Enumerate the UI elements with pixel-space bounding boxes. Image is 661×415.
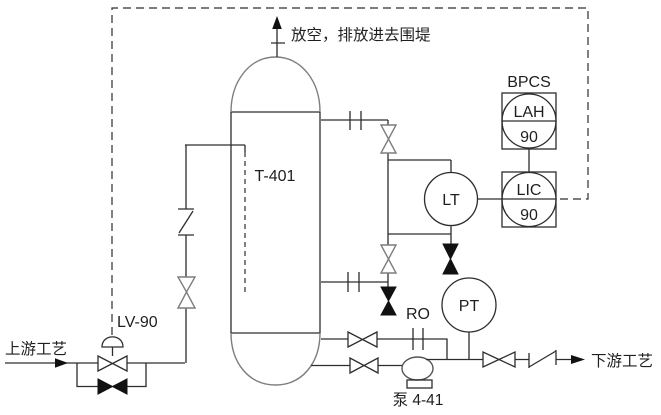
vent-arrow-icon [272, 16, 282, 29]
lt-leg-drain-valve [442, 243, 459, 275]
upper-tap-pipe [321, 111, 388, 130]
ro-line: RO [321, 306, 448, 360]
column-tag-label: T-401 [255, 168, 296, 185]
pt-transmitter: PT [441, 277, 497, 360]
lower-tap-pipe [321, 272, 388, 292]
ro-pipe [321, 338, 448, 360]
column-bottom-head [230, 332, 321, 386]
upper-root-valve [379, 124, 398, 154]
feed-inlet: 上游工艺 LV-90 [5, 144, 246, 395]
lower-root-valve [379, 244, 398, 274]
bridle-pipe [387, 120, 452, 287]
pump-line: 泵 4-41 [311, 356, 444, 409]
lt-transmitter: LT [423, 171, 479, 227]
ro-label: RO [406, 306, 430, 323]
suction-valve [349, 356, 379, 375]
pump-label: 泵 4-41 [393, 392, 444, 409]
spec-break-icon [178, 208, 194, 236]
check-valve-icon [528, 350, 557, 368]
pump-4-41: 泵 4-41 [393, 356, 444, 409]
bypass-line [76, 363, 147, 395]
column-top-head [230, 56, 321, 113]
signal-line-dashed [111, 7, 589, 335]
bridle-drain-valve [380, 286, 397, 316]
vent-label: 放空，排放进去围堤 [291, 26, 431, 44]
bpcs-label: BPCS [507, 74, 551, 91]
lah-loop-number: 90 [520, 129, 538, 146]
restriction-orifice-icon [412, 328, 424, 350]
lic-tag: LIC [517, 182, 542, 199]
discharge-valve [482, 350, 516, 369]
lic-loop-number: 90 [520, 207, 538, 224]
vent-line: 放空，排放进去围堤 [271, 16, 431, 57]
lt-tag: LT [442, 192, 460, 209]
bypass-closed-valve [97, 378, 128, 395]
ro-line-valve [347, 330, 378, 349]
pump-casing-icon [401, 356, 434, 381]
feed-riser [176, 144, 246, 363]
pump-base [406, 379, 433, 389]
bpcs-panel: BPCS LAH 90 LIC 90 [477, 74, 557, 228]
feed-flow-arrow-icon [55, 358, 68, 368]
control-valve-lv90: LV-90 [97, 314, 158, 373]
riser-pipe [185, 144, 246, 363]
bpcs-signal-line [111, 7, 589, 335]
downstream-flow-arrow-icon [571, 355, 585, 364]
control-valve-label: LV-90 [117, 314, 158, 331]
instrument-lic-90: LIC 90 [501, 171, 557, 228]
pt-tag: PT [459, 298, 480, 315]
vent-pipe [271, 28, 285, 57]
lah-tag: LAH [513, 104, 544, 121]
level-bridle: LT [321, 111, 479, 316]
column-t401: T-401 [230, 56, 321, 386]
upstream-label: 上游工艺 [5, 340, 67, 358]
downstream-label: 下游工艺 [591, 352, 653, 370]
outlet-line: 下游工艺 [426, 350, 653, 370]
diaphragm-actuator-icon [101, 336, 124, 348]
instrument-lah-90: LAH 90 [501, 92, 557, 150]
riser-block-valve [176, 276, 197, 309]
column-shell [230, 111, 321, 334]
